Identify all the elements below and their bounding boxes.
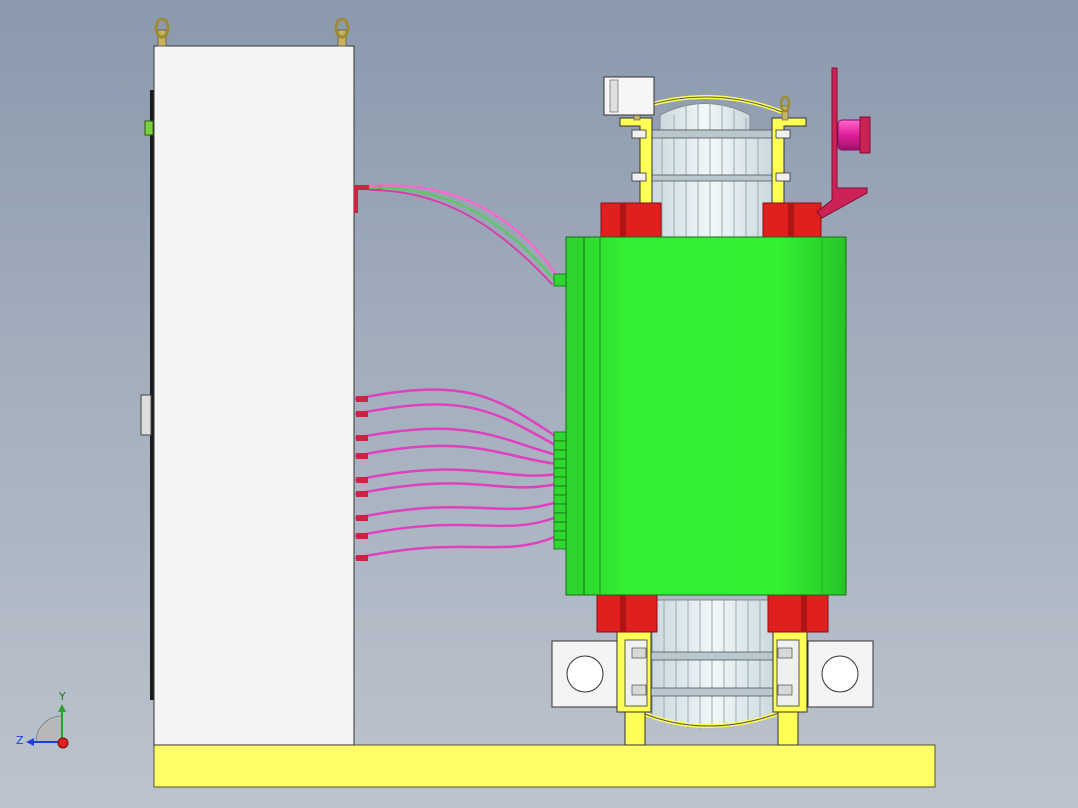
cabinet-body [153, 45, 355, 746]
base-frame [153, 744, 936, 788]
coil-cover [583, 236, 847, 596]
cabinet-door-edge [150, 90, 154, 700]
upper-clamp-blocks [600, 202, 822, 238]
axis-triad-icon: Y Z [16, 690, 69, 749]
lower-core [639, 599, 783, 730]
rail-assembly [816, 67, 871, 219]
cabinet-handle [140, 394, 152, 436]
upper-clamp-right [771, 117, 807, 206]
cabinet-indicator [144, 120, 154, 136]
cabinet [140, 17, 382, 746]
lifting-eye-icon [334, 17, 350, 47]
upper-clamp-left [619, 117, 653, 206]
cable-bracket-top [354, 185, 382, 190]
lifting-eye-icon [779, 95, 791, 121]
transformer-coil [565, 236, 847, 596]
lifting-eye-icon [154, 17, 170, 47]
cable-bracket-top-drop [354, 185, 358, 213]
axis-y-label: Y [58, 690, 66, 703]
mounting-plate-left [551, 640, 618, 708]
cables [354, 184, 562, 561]
coil-left-face [565, 236, 587, 596]
lower-clamp-right [772, 631, 808, 713]
lower-clamp-blocks [596, 594, 829, 633]
axis-z-label: Z [16, 734, 24, 747]
mounting-plate-right [807, 640, 874, 708]
coil-terminals [553, 273, 567, 550]
support-legs [624, 711, 799, 746]
lower-clamp-left [616, 631, 652, 713]
terminal-box [603, 76, 655, 116]
